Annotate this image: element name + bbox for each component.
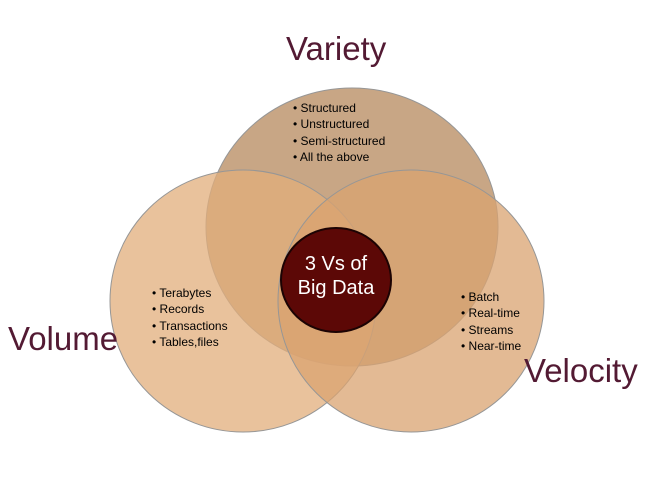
velocity-title: Velocity bbox=[524, 352, 638, 389]
list-item: Records bbox=[152, 301, 228, 317]
volume-title: Volume bbox=[8, 320, 119, 357]
list-item: Near-time bbox=[461, 338, 522, 354]
list-item: Real-time bbox=[461, 305, 521, 321]
list-item: Semi-structured bbox=[293, 133, 386, 149]
center-label: 3 Vs of Big Data bbox=[256, 253, 416, 300]
center-circle bbox=[280, 227, 392, 333]
list-item: Unstructured bbox=[293, 116, 385, 132]
center-label-line1: 3 Vs of bbox=[304, 253, 368, 275]
variety-title: Variety bbox=[286, 30, 387, 67]
velocity-list: Batch Real-time Streams Near-time bbox=[461, 289, 522, 355]
list-item: All the above bbox=[293, 149, 385, 165]
list-item: Batch bbox=[461, 289, 521, 305]
list-item: Terabytes bbox=[152, 285, 228, 301]
center-label-line2: Big Data bbox=[297, 276, 375, 299]
variety-list: Structured Unstructured Semi-structured … bbox=[293, 100, 385, 166]
list-item: Transactions bbox=[152, 318, 227, 334]
volume-list: Terabytes Records Transactions Tables,fi… bbox=[152, 285, 228, 351]
list-item: Structured bbox=[293, 100, 385, 116]
list-item: Streams bbox=[461, 322, 521, 338]
list-item: Tables,files bbox=[152, 334, 228, 350]
